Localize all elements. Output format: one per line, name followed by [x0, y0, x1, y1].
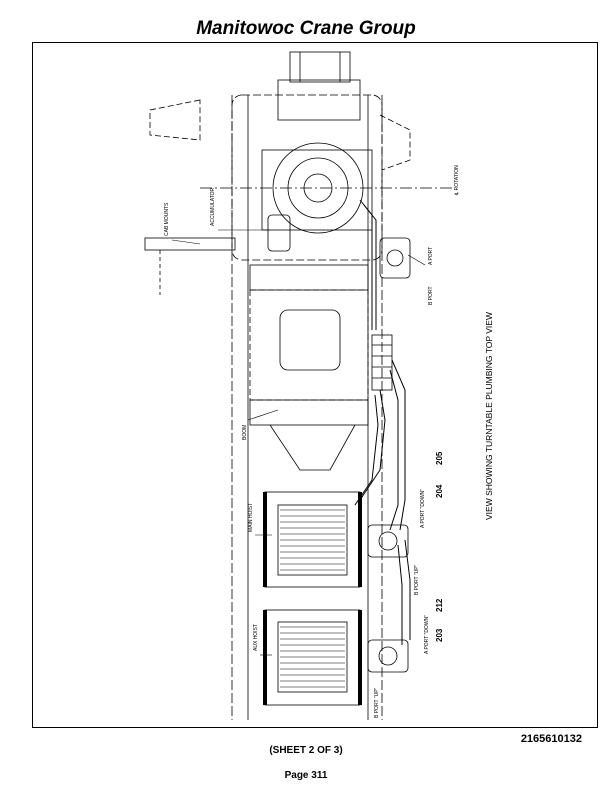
document-number: 2165610132: [520, 733, 582, 745]
accumulator-label: ACCUMULATOR: [210, 187, 216, 226]
boom-label: BOOM: [242, 425, 248, 440]
page-header-title: Manitowoc Crane Group: [196, 18, 416, 39]
control-valve-bank: [371, 334, 393, 391]
b-port-up-label-2: B PORT "UP": [374, 687, 380, 718]
a-port-down-label-1: A PORT "DOWN": [420, 489, 426, 528]
drawing-frame: [32, 42, 598, 728]
sheet-indicator: (SHEET 2 OF 3): [269, 745, 343, 756]
view-title: VIEW SHOWING TURNTABLE PLUMBING TOP VIEW: [484, 312, 494, 520]
page-number: Page 311: [284, 770, 328, 781]
main-hoist-motor: [367, 524, 409, 558]
hose-runs: [354, 199, 411, 645]
cab-mount-arm: [144, 237, 236, 295]
callout-204: 204: [435, 484, 444, 498]
cab-mounts-label: CAB MOUNTS: [164, 202, 170, 236]
b-port-up-label-1: B PORT "UP": [414, 564, 420, 595]
accumulator-tank: [267, 214, 291, 252]
top-mast-structure: [277, 51, 361, 121]
aux-hoist-label: AUX HOIST: [253, 624, 259, 651]
a-port-down-label-2: A PORT "DOWN": [424, 615, 430, 654]
leader-lines: [171, 229, 426, 656]
rotation-label: ℄ ROTATION: [454, 165, 460, 196]
b-port-top-label: B PORT: [428, 286, 434, 305]
a-port-top-label: A PORT: [428, 247, 434, 265]
main-hoist-label: MAIN HOIST: [248, 503, 254, 532]
aux-hoist-drum: [263, 609, 362, 706]
callout-203: 203: [435, 628, 444, 642]
frame-crossmembers: [249, 264, 369, 471]
drum-cable-hatching: [280, 509, 345, 688]
callout-205: 205: [435, 451, 444, 465]
aux-hoist-motor: [367, 639, 409, 673]
callout-212: 212: [435, 598, 444, 612]
swing-drive: [200, 142, 455, 234]
main-hoist-drum: [263, 491, 362, 588]
swing-motor-port-block: [379, 237, 411, 279]
turntable-outline: [149, 94, 411, 720]
